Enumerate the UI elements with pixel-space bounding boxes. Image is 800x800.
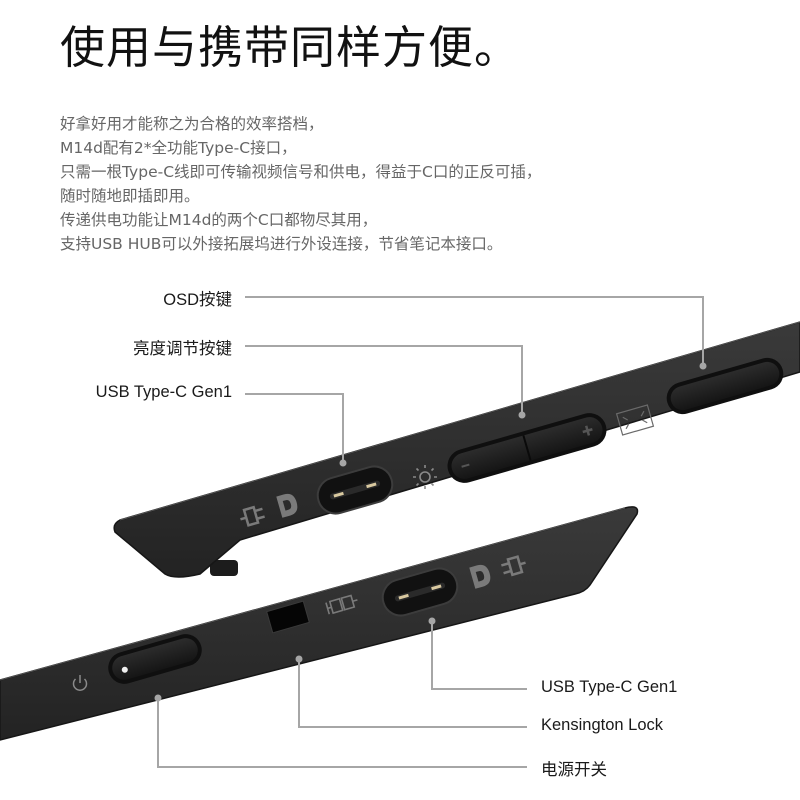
power-button[interactable] <box>104 630 205 687</box>
leader-kensington <box>298 659 527 728</box>
power-icon <box>72 675 88 691</box>
callout-usbc-top: USB Type-C Gen1 <box>95 383 232 401</box>
callout-kensington-lock: Kensington Lock <box>541 716 664 734</box>
leader-usbc-bottom <box>431 621 527 690</box>
description-line: 好拿好用才能称之为合格的效率搭档， <box>60 115 324 133</box>
description-line: 只需一根Type-C线即可传输视频信号和供电，得益于C口的正反可插， <box>60 163 542 181</box>
description-line: M14d配有2*全功能Type-C接口， <box>60 139 297 157</box>
leader-usbc-top <box>245 393 344 462</box>
displayport-icon <box>469 564 491 589</box>
usb-c-port-top <box>316 465 394 515</box>
osd-button[interactable] <box>663 354 787 418</box>
kensington-lock-slot <box>266 600 310 634</box>
callout-brightness-button: 亮度调节按键 <box>133 340 232 358</box>
leader-power <box>157 698 527 768</box>
description-line: 支持USB HUB可以外接拓展坞进行外设连接，节省笔记本接口。 <box>60 235 503 253</box>
minus-icon <box>461 463 470 468</box>
description-line: 传递供电功能让M14d的两个C口都物尽其用， <box>60 211 378 229</box>
description-block: 好拿好用才能称之为合格的效率搭档， M14d配有2*全功能Type-C接口， 只… <box>60 112 541 256</box>
brightness-sun-icon <box>413 465 437 489</box>
leader-brightness <box>245 345 523 414</box>
leader-lines <box>157 296 704 768</box>
brightness-rocker-button[interactable] <box>443 409 610 487</box>
usb-c-port-bottom <box>381 567 459 617</box>
page-title: 使用与携带同样方便。 <box>60 21 521 74</box>
callout-power-switch: 电源开关 <box>541 761 607 779</box>
displayport-icon <box>276 493 298 518</box>
bottom-device-edge <box>0 506 639 741</box>
callout-osd-button: OSD按键 <box>163 291 232 309</box>
power-plug-icon <box>240 505 265 527</box>
kensington-lock-icon <box>325 594 358 615</box>
fullscreen-frame-icon <box>615 404 655 436</box>
description-line: 随时随地即插即用。 <box>60 187 200 205</box>
callout-usbc-bottom: USB Type-C Gen1 <box>541 678 678 696</box>
power-led <box>121 666 128 673</box>
top-device-edge <box>113 321 800 578</box>
leader-dots <box>154 362 707 702</box>
plus-icon <box>582 425 593 436</box>
power-plug-icon <box>501 555 526 577</box>
rubber-foot <box>210 560 238 576</box>
leader-osd <box>245 296 704 365</box>
